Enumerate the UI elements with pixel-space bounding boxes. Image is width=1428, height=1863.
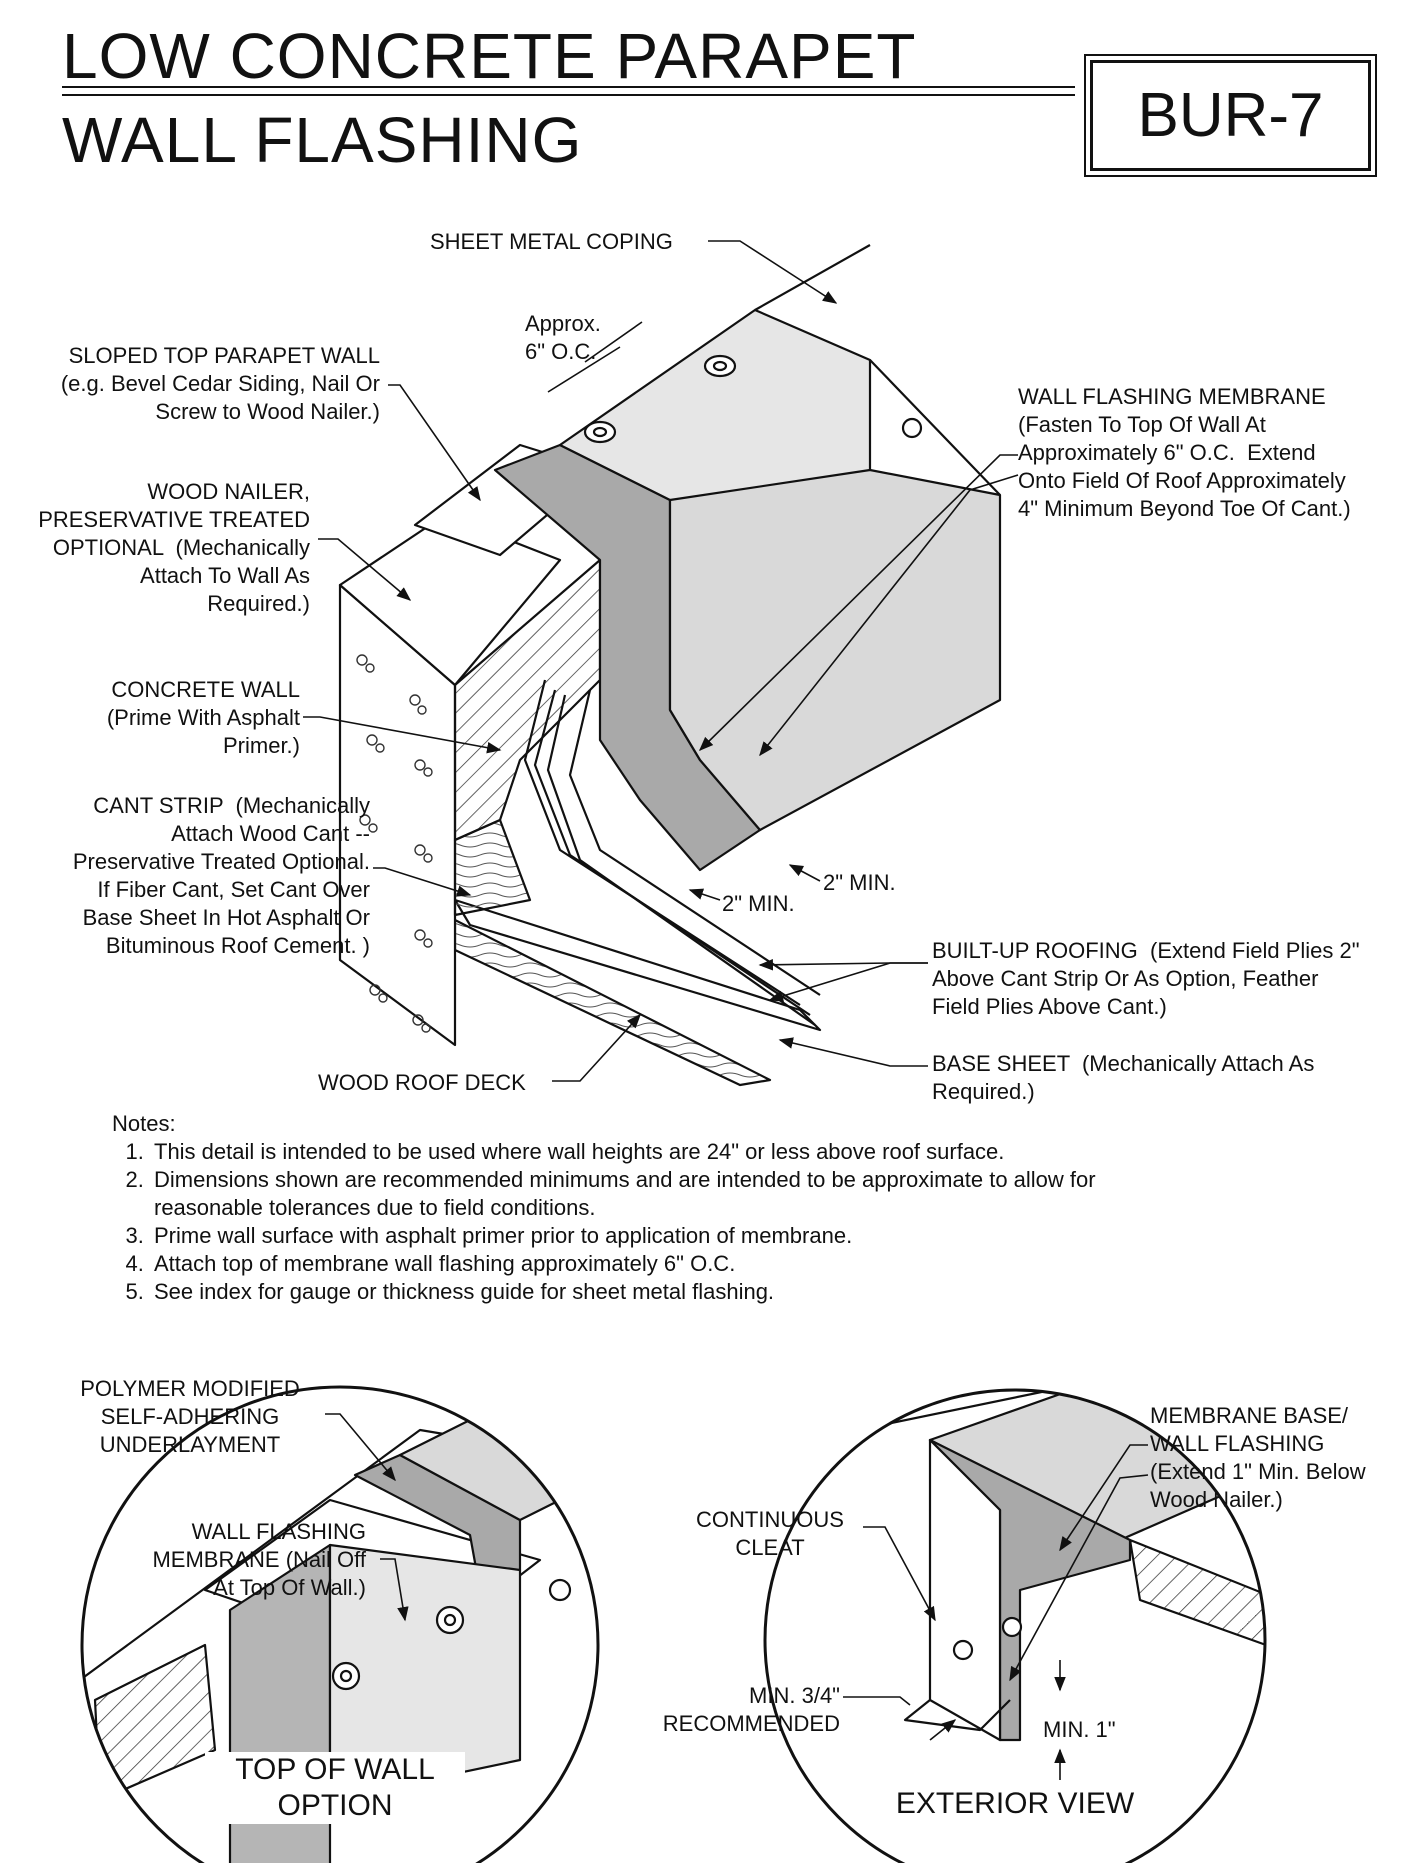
note-item: Attach top of membrane wall flashing app… [150,1250,1312,1278]
label-min-three-quarter: MIN. 3/4" RECOMMENDED [662,1683,840,1736]
note-item: Dimensions shown are recommended minimum… [150,1166,1154,1222]
label-concrete-wall: CONCRETE WALL (Prime With Asphalt Primer… [106,677,300,758]
main-leaders [303,240,1019,1082]
label-approx-spacing: Approx. 6" O.C. [525,311,601,364]
note-item: This detail is intended to be used where… [150,1138,1312,1166]
caption-top-of-wall-option: TOP OF WALL OPTION [205,1752,465,1824]
label-wood-roof-deck: WOOD ROOF DECK [318,1070,526,1095]
label-left-wall-flashing-membrane: WALL FLASHING MEMBRANE (Nail Off At Top … [152,1519,366,1600]
roof-deck [453,918,772,1087]
label-min-one-inch: MIN. 1" [1043,1716,1116,1744]
note-item: See index for gauge or thickness guide f… [150,1278,1312,1306]
label-wall-flashing-membrane: WALL FLASHING MEMBRANE (Fasten To Top Of… [1018,384,1351,521]
roof-field-layers [453,898,822,1032]
coping-fasteners [583,354,923,444]
title-line-2: WALL FLASHING [62,104,583,176]
bur-plies [523,679,821,1026]
label-built-up-roofing: BUILT-UP ROOFING (Extend Field Plies 2" … [932,938,1360,1019]
bottom-leaders [325,1413,1149,1780]
notes-heading: Notes: [112,1111,176,1136]
header-rules [62,86,1075,96]
note-item: Prime wall surface with asphalt primer p… [150,1222,1312,1250]
right-detail-circle [763,1388,1267,1863]
label-sloped-top-parapet: SLOPED TOP PARAPET WALL (e.g. Bevel Ceda… [60,343,380,424]
title-line-1: LOW CONCRETE PARAPET [62,20,917,92]
label-2in-min-upper: 2" MIN. [823,870,896,895]
detail-code: BUR-7 [1137,80,1324,150]
label-sheet-metal-coping: SHEET METAL COPING [430,229,673,254]
label-membrane-base-wall-flashing: MEMBRANE BASE/ WALL FLASHING (Extend 1" … [1150,1403,1366,1512]
label-polymer-underlayment: POLYMER MODIFIED SELF-ADHERING UNDERLAYM… [80,1376,300,1457]
left-detail-circle [80,1385,600,1863]
caption-exterior-view: EXTERIOR VIEW [880,1786,1150,1822]
label-base-sheet: BASE SHEET (Mechanically Attach As Requi… [932,1051,1315,1104]
notes-block: Notes: This detail is intended to be use… [112,1110,1312,1306]
aggregate-marks [356,654,433,1033]
exterior-view-drawing [765,1390,1265,1863]
coping-face [668,468,1002,832]
label-2in-min-lower: 2" MIN. [722,891,795,916]
label-wood-nailer: WOOD NAILER, PRESERVATIVE TREATED OPTION… [38,479,310,616]
label-cant-strip: CANT STRIP (Mechanically Attach Wood Can… [72,793,370,958]
label-continuous-cleat: CONTINUOUS CLEAT [696,1507,844,1560]
main-detail-drawing [338,244,1002,1087]
wood-nailer [338,513,562,687]
notes-list: This detail is intended to be used where… [112,1138,1312,1306]
detail-code-badge: BUR-7 [1090,60,1371,171]
cant-strip [453,818,532,917]
